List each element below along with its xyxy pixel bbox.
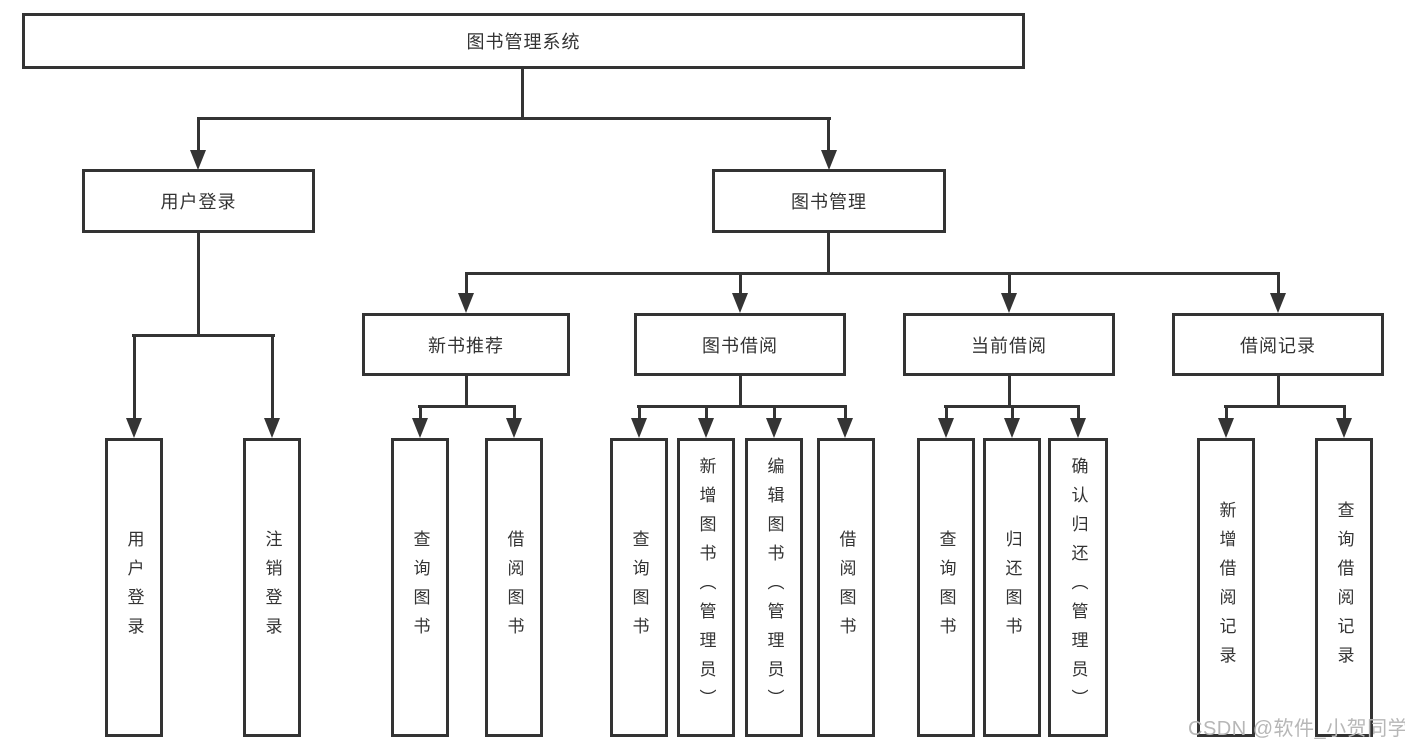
leaf-br-add-record: 新增借阅记录 [1197, 438, 1255, 737]
connector-to-user-login [197, 117, 200, 152]
leaf-cb-query-books: 查询图书 [917, 438, 975, 737]
connector-current-stem [1008, 375, 1011, 407]
arrowhead-cb-confirm [1070, 418, 1086, 438]
arrowhead-borrow [732, 293, 748, 313]
connector-to-current [1008, 272, 1011, 295]
leaf-br-add-record-label: 新增借阅记录 [1216, 500, 1236, 675]
connector-records-branch [1224, 405, 1346, 408]
arrowhead-user-login [190, 150, 206, 170]
leaf-nb-borrow-books-label: 借阅图书 [504, 529, 524, 646]
leaf-cb-confirm-return: 确认归还（管理员） [1048, 438, 1108, 737]
node-book-borrow: 图书借阅 [634, 313, 846, 376]
connector-to-nb-query [419, 405, 422, 420]
arrowhead-bb-edit [766, 418, 782, 438]
connector-to-leaf-login [133, 334, 136, 420]
connector-borrow-branch [637, 405, 847, 408]
arrowhead-records [1270, 293, 1286, 313]
node-borrow-records-label: 借阅记录 [1240, 335, 1316, 356]
connector-user-login-branch [132, 334, 275, 337]
arrowhead-nb-query [412, 418, 428, 438]
leaf-logout: 注销登录 [243, 438, 301, 737]
arrowhead-bb-add [698, 418, 714, 438]
leaf-nb-query-books: 查询图书 [391, 438, 449, 737]
connector-to-bb-query [638, 405, 641, 420]
leaf-logout-label: 注销登录 [262, 529, 282, 646]
node-book-mgmt: 图书管理 [712, 169, 946, 233]
arrowhead-cb-return [1004, 418, 1020, 438]
arrowhead-br-add [1218, 418, 1234, 438]
connector-to-cb-return [1011, 405, 1014, 420]
connector-to-br-add [1225, 405, 1228, 420]
connector-to-cb-confirm [1077, 405, 1080, 420]
connector-user-login-stem [197, 232, 200, 336]
arrowhead-nb-borrow [506, 418, 522, 438]
leaf-cb-query-books-label: 查询图书 [936, 529, 956, 646]
connector-to-new-book [465, 272, 468, 295]
node-user-login-label: 用户登录 [160, 192, 237, 212]
leaf-cb-confirm-return-label: 确认归还（管理员） [1068, 457, 1088, 718]
arrowhead-new-book [458, 293, 474, 313]
leaf-user-login-label: 用户登录 [124, 529, 144, 646]
leaf-cb-return-books: 归还图书 [983, 438, 1041, 737]
connector-root-branch [197, 117, 831, 120]
connector-to-records [1277, 272, 1280, 295]
leaf-bb-edit-books-label: 编辑图书（管理员） [764, 457, 784, 718]
csdn-watermark: CSDN @软件_小贺同学 [1188, 718, 1405, 740]
leaf-br-query-record: 查询借阅记录 [1315, 438, 1373, 737]
node-borrow-records: 借阅记录 [1172, 313, 1384, 376]
leaf-cb-return-books-label: 归还图书 [1002, 529, 1022, 646]
arrowhead-bb-query [631, 418, 647, 438]
connector-to-bb-borrow [844, 405, 847, 420]
connector-borrow-stem [739, 375, 742, 407]
node-root: 图书管理系统 [22, 13, 1025, 69]
connector-book-mgmt-branch [465, 272, 1280, 275]
arrowhead-br-query [1336, 418, 1352, 438]
connector-to-borrow [739, 272, 742, 295]
connector-to-br-query [1343, 405, 1346, 420]
node-new-book-rec-label: 新书推荐 [428, 335, 504, 356]
arrowhead-leaf-login [126, 418, 142, 438]
leaf-bb-add-books-label: 新增图书（管理员） [696, 457, 716, 718]
node-book-borrow-label: 图书借阅 [702, 335, 778, 356]
node-new-book-rec: 新书推荐 [362, 313, 570, 376]
arrowhead-current [1001, 293, 1017, 313]
arrowhead-leaf-logout [264, 418, 280, 438]
leaf-nb-borrow-books: 借阅图书 [485, 438, 543, 737]
leaf-bb-query-books-label: 查询图书 [629, 529, 649, 646]
connector-root-stem [521, 69, 524, 117]
connector-to-leaf-logout [271, 334, 274, 420]
arrowhead-bb-borrow [837, 418, 853, 438]
connector-new-book-branch [418, 405, 516, 408]
leaf-bb-query-books: 查询图书 [610, 438, 668, 737]
leaf-nb-query-books-label: 查询图书 [410, 529, 430, 646]
leaf-user-login: 用户登录 [105, 438, 163, 737]
node-current-borrow: 当前借阅 [903, 313, 1115, 376]
connector-to-bb-edit [773, 405, 776, 420]
connector-records-stem [1277, 375, 1280, 407]
node-user-login: 用户登录 [82, 169, 315, 233]
connector-to-cb-query [945, 405, 948, 420]
arrowhead-book-mgmt [821, 150, 837, 170]
connector-to-nb-borrow [513, 405, 516, 420]
node-book-mgmt-label: 图书管理 [791, 192, 867, 212]
connector-to-book-mgmt [827, 117, 830, 152]
connector-book-mgmt-stem [827, 232, 830, 274]
connector-new-book-stem [465, 375, 468, 407]
leaf-bb-add-books: 新增图书（管理员） [677, 438, 735, 737]
leaf-bb-edit-books: 编辑图书（管理员） [745, 438, 803, 737]
leaf-bb-borrow-books: 借阅图书 [817, 438, 875, 737]
leaf-br-query-record-label: 查询借阅记录 [1334, 500, 1354, 675]
arrowhead-cb-query [938, 418, 954, 438]
connector-to-bb-add [705, 405, 708, 420]
node-root-label: 图书管理系统 [466, 32, 581, 52]
node-current-borrow-label: 当前借阅 [971, 335, 1047, 356]
leaf-bb-borrow-books-label: 借阅图书 [836, 529, 856, 646]
